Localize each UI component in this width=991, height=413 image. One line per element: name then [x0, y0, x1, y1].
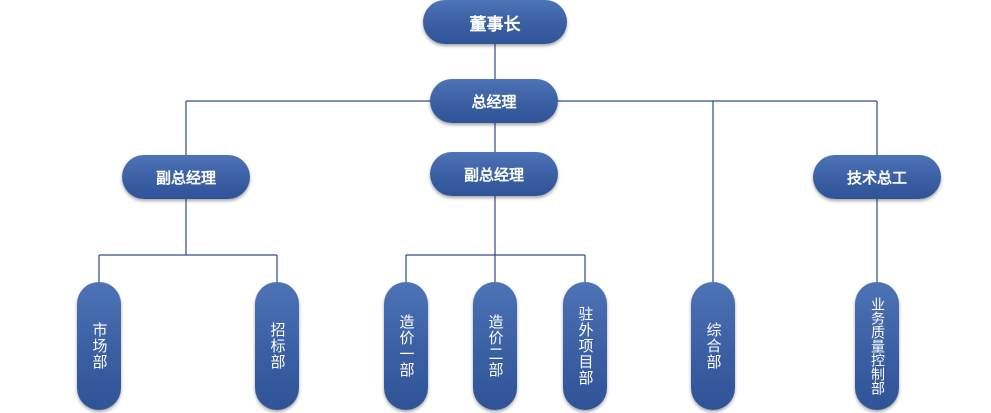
node-general-affairs: 综合部 [691, 282, 735, 410]
node-site-project: 驻外项目部 [563, 282, 607, 410]
node-chairman: 董事长 [423, 0, 567, 44]
node-chief-engineer: 技术总工 [813, 155, 941, 199]
node-label: 造价二部 [486, 314, 505, 378]
node-label: 驻外项目部 [576, 306, 595, 386]
node-label: 副总经理 [463, 165, 524, 184]
node-vice-gm-center: 副总经理 [430, 152, 558, 196]
node-label: 综合部 [704, 322, 723, 370]
node-label: 总经理 [471, 92, 517, 111]
node-cost-dept-2: 造价二部 [473, 282, 517, 410]
node-cost-dept-1: 造价一部 [384, 282, 428, 410]
node-quality-control: 业务质量控制部 [855, 282, 899, 410]
node-label: 招标部 [268, 322, 287, 370]
node-marketing: 市场部 [77, 282, 121, 410]
node-vice-gm-left: 副总经理 [122, 155, 250, 199]
node-label: 董事长 [469, 14, 521, 35]
node-bidding: 招标部 [255, 282, 299, 410]
node-label: 市场部 [90, 322, 109, 370]
node-label: 副总经理 [155, 168, 216, 187]
node-label: 业务质量控制部 [869, 297, 885, 395]
node-label: 造价一部 [397, 314, 416, 378]
node-general-manager: 总经理 [430, 79, 558, 123]
node-label: 技术总工 [846, 168, 907, 187]
